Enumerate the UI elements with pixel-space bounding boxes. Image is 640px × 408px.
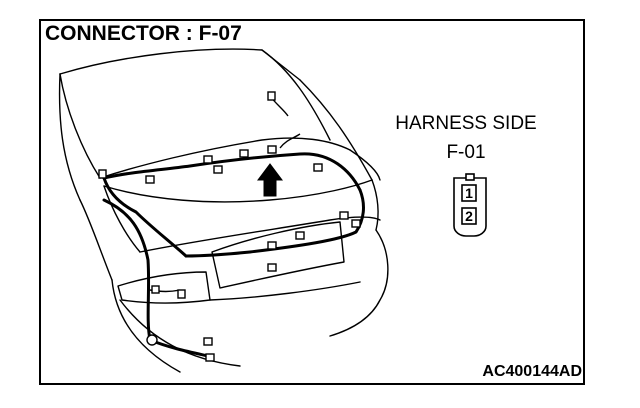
pin-label-2: 2	[465, 208, 473, 224]
harness-side-label: HARNESS SIDE	[395, 113, 537, 134]
pin-box-2	[461, 207, 477, 225]
figure-code: AC400144AD	[482, 363, 582, 380]
pin-label-1: 1	[465, 185, 473, 201]
connector-id-label: F-01	[446, 142, 486, 163]
connector-title: CONNECTOR : F-07	[45, 22, 242, 45]
pin-box-1	[461, 184, 477, 202]
diagram-frame	[39, 19, 585, 385]
harness-connector-symbol	[453, 173, 487, 237]
